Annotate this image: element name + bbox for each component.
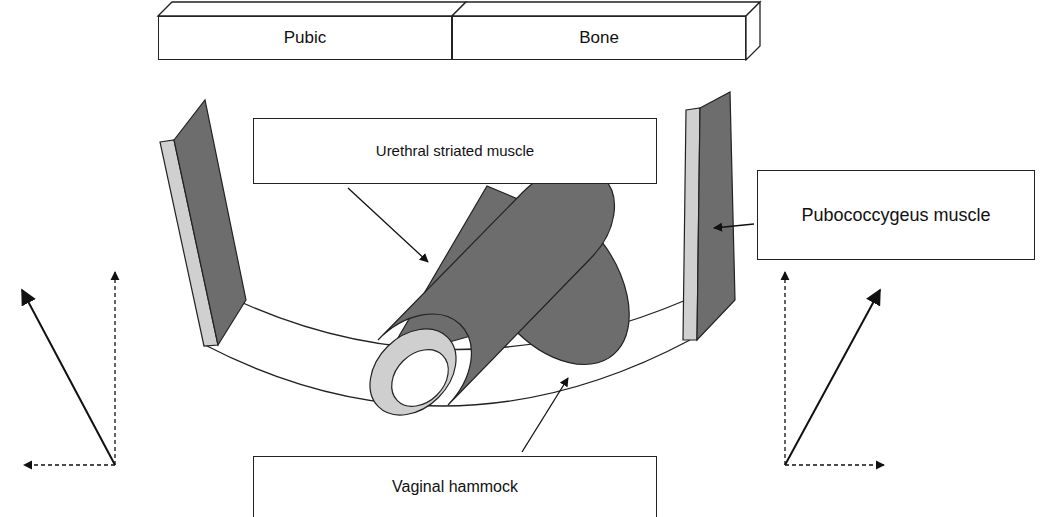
- label-box: Pubococcygeus muscle: [757, 170, 1035, 260]
- muscle-bar: [174, 100, 246, 345]
- muscle-bar: [697, 92, 735, 340]
- bone-side-face: [746, 2, 760, 60]
- leader-arrow: [348, 188, 428, 262]
- label-box: Vaginal hammock: [253, 456, 657, 517]
- node-label: Pubic: [284, 27, 327, 48]
- label-box: Urethral striated muscle: [253, 118, 657, 184]
- leader-arrow: [522, 378, 568, 452]
- node-label: Bone: [579, 27, 619, 48]
- bone-block: Pubic: [158, 16, 452, 60]
- force-vector: [785, 290, 880, 465]
- bone-top-face: [452, 2, 760, 16]
- force-component: [785, 464, 884, 465]
- force-vector: [22, 290, 115, 465]
- urethra-lumen: [380, 338, 459, 417]
- urethra-end: [353, 312, 473, 432]
- bone-block: Bone: [452, 16, 746, 60]
- leader-arrow: [714, 224, 754, 228]
- node-label: Vaginal hammock: [392, 477, 518, 497]
- node-label: Pubococcygeus muscle: [801, 204, 990, 227]
- force-component: [114, 272, 115, 465]
- bone-top-face: [158, 2, 466, 16]
- force-component: [24, 464, 115, 465]
- force-component: [784, 272, 785, 465]
- node-label: Urethral striated muscle: [376, 142, 534, 161]
